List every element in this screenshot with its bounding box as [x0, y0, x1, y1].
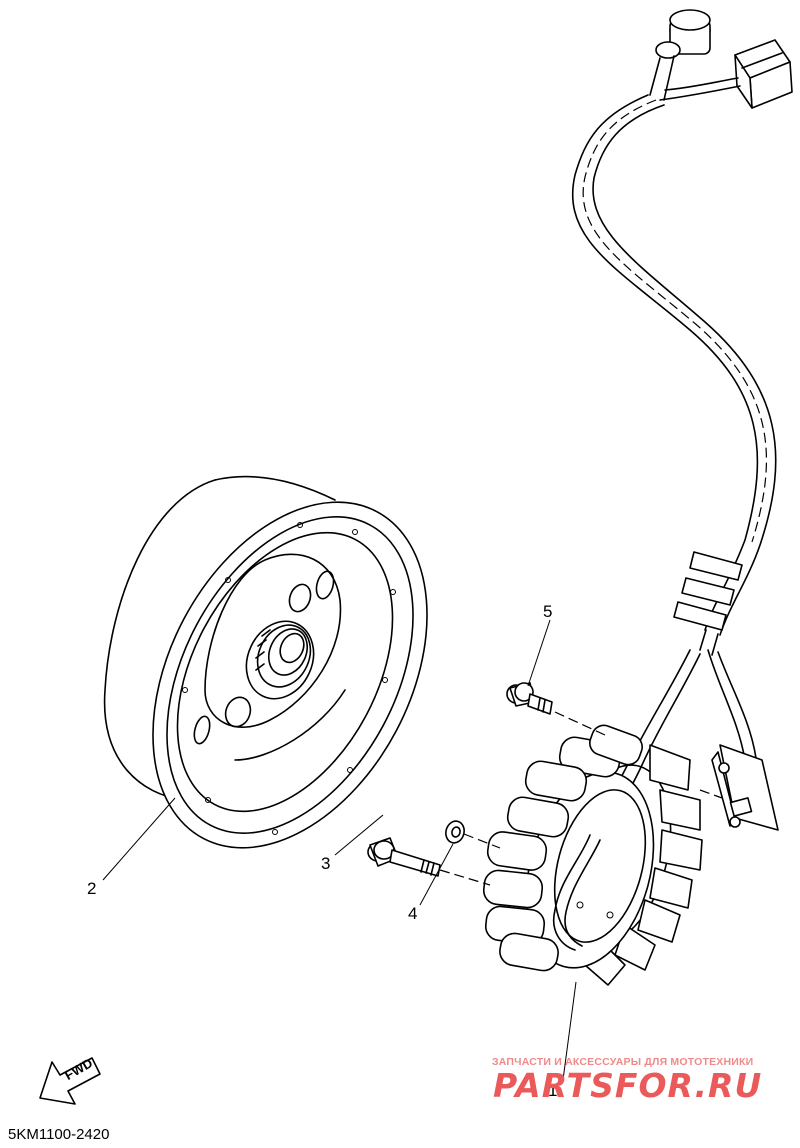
callout-3: 3 [321, 854, 331, 873]
diagram-code: 5KM1100-2420 [8, 1126, 110, 1143]
washer [445, 820, 465, 844]
bolt [367, 837, 441, 877]
fwd-arrow-icon [39, 1057, 101, 1105]
stator-front-poles [482, 724, 643, 972]
assembly-guide-lines [439, 711, 723, 886]
grommets [673, 551, 743, 656]
stator-back-poles [584, 744, 703, 986]
flywheel-rotor [103, 475, 428, 849]
wire-harness [571, 9, 793, 841]
pickup-coil [711, 744, 779, 831]
callout-1: 1 [548, 1081, 558, 1100]
callout-5: 5 [543, 602, 553, 621]
callout-4: 4 [408, 904, 418, 923]
callout-2: 2 [87, 879, 97, 898]
watermark-tagline: ЗАПЧАСТИ И АКСЕССУАРЫ ДЛЯ МОТОТЕХНИКИ [492, 1056, 754, 1068]
watermark-brand: PARTSFOR.RU [493, 1066, 763, 1105]
flywheel-hub [245, 620, 315, 700]
square-coupler [659, 39, 793, 109]
screw [506, 682, 553, 715]
rim-holes [182, 522, 396, 835]
round-coupler [649, 9, 711, 101]
leader-lines [102, 619, 577, 1081]
stator-assembly [482, 724, 703, 986]
